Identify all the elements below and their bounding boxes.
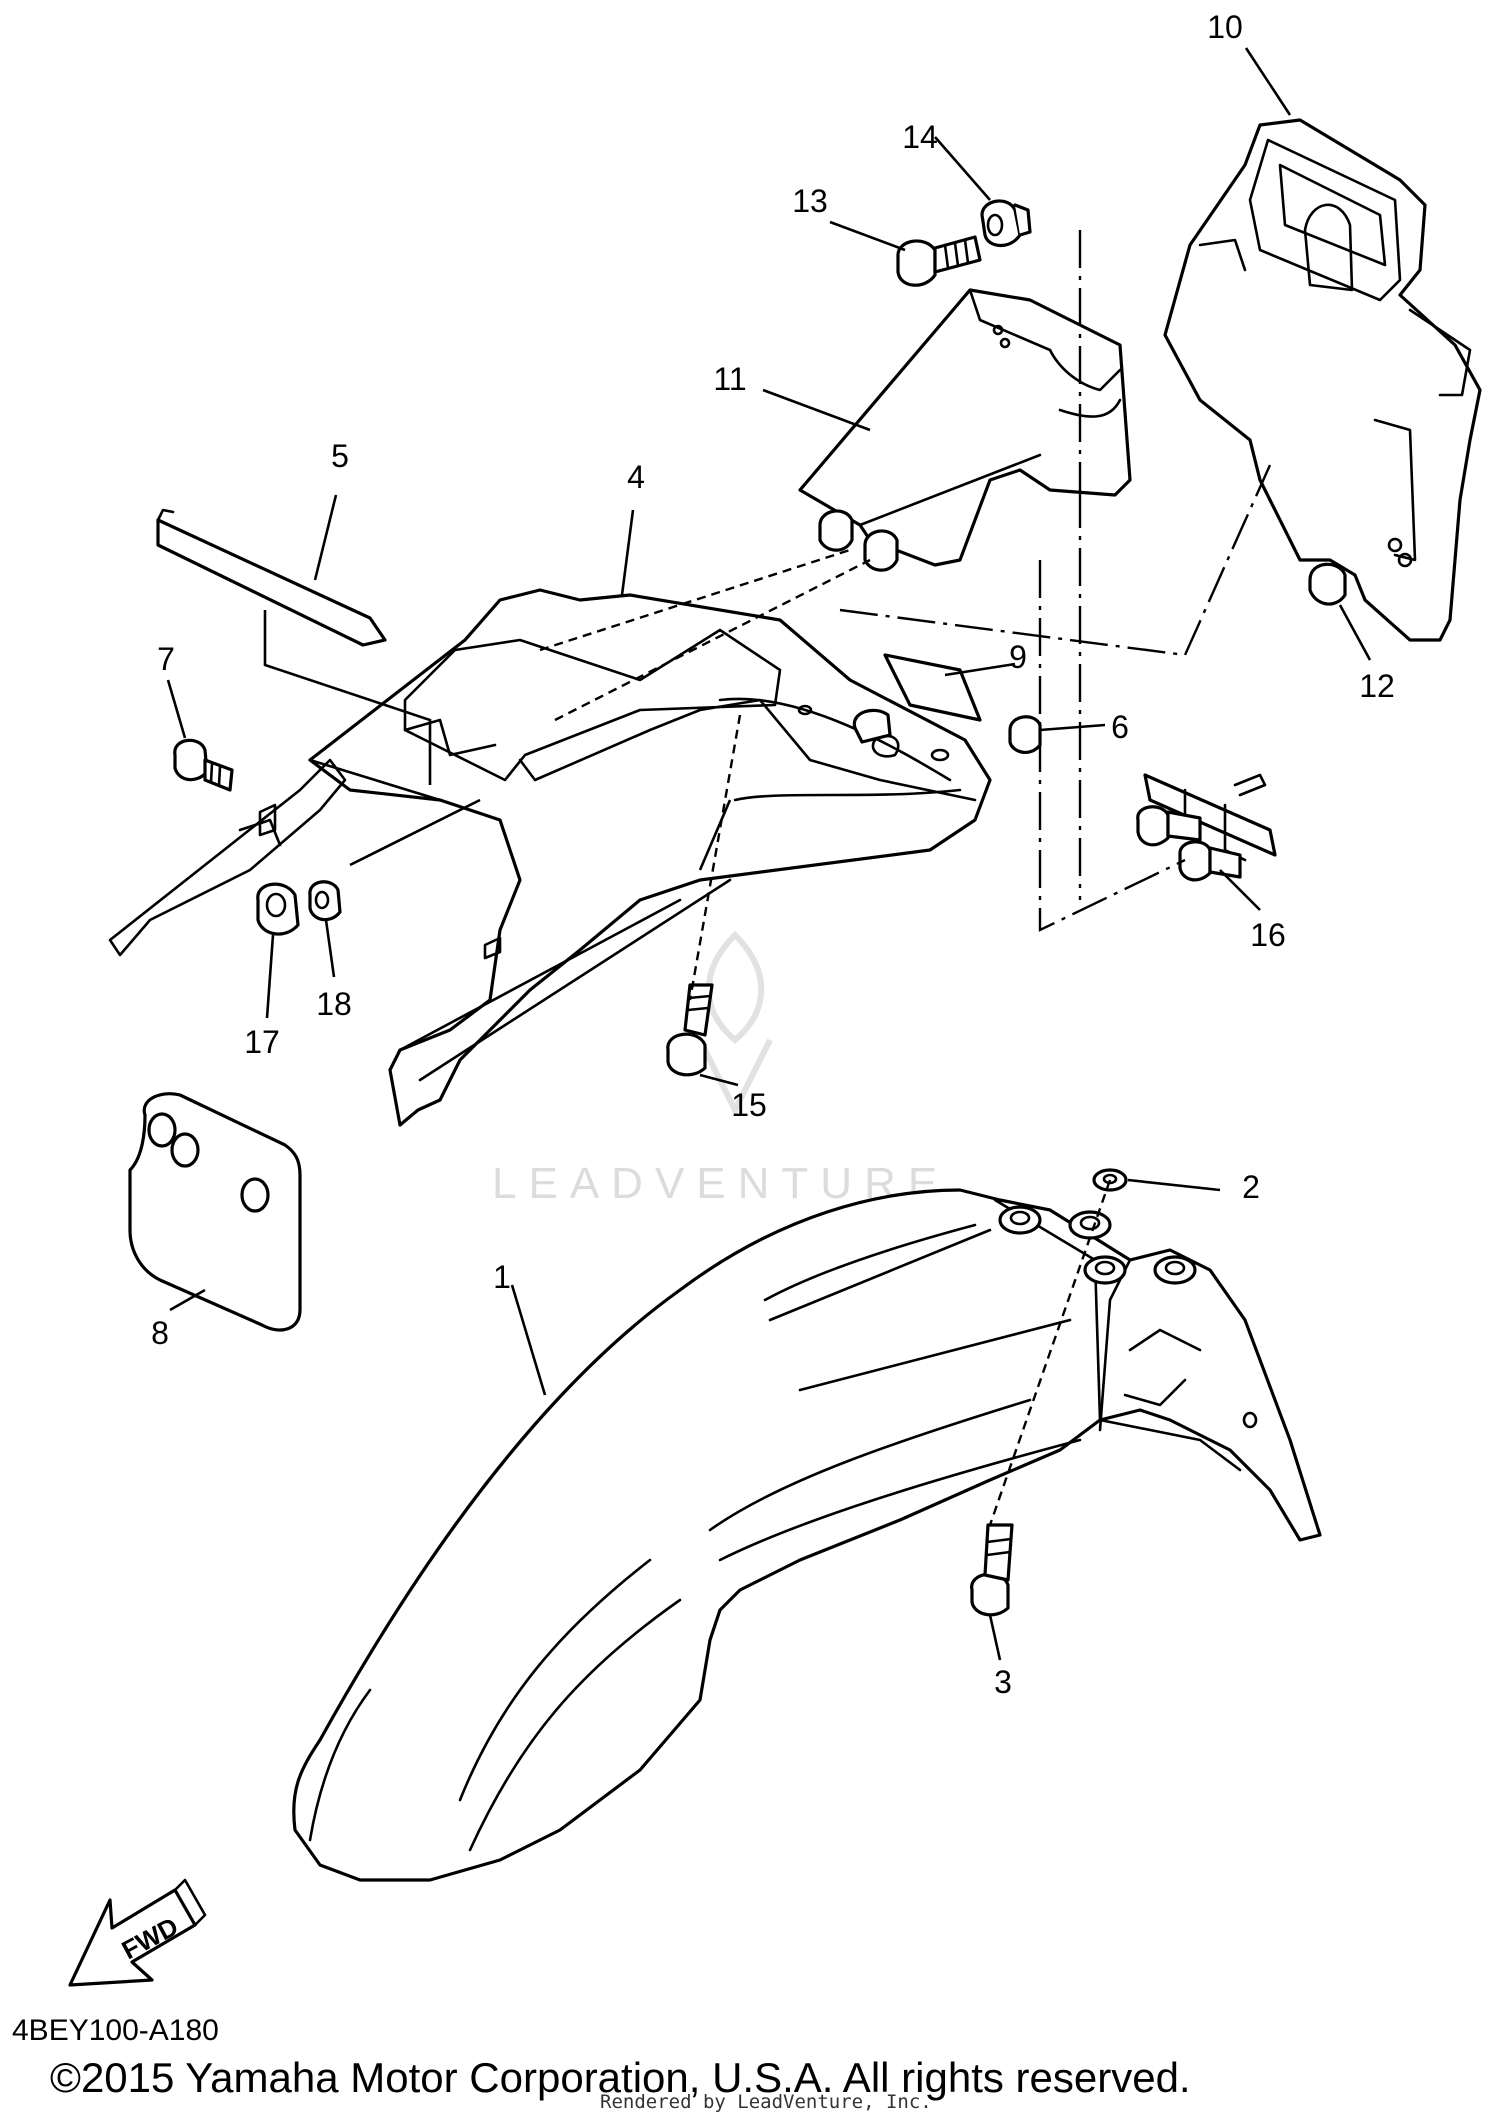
part-8-plate-pad[interactable] [128,1092,302,1332]
part-10-rear-bracket[interactable] [1163,118,1482,642]
copyright-text: ©2015 Yamaha Motor Corporation, U.S.A. A… [50,2054,1191,2101]
callout-17: 17 [244,1024,280,1060]
callout-15: 15 [731,1087,767,1123]
callout-8: 8 [151,1315,169,1351]
leader-lines [166,47,1372,1661]
rendered-by-text: Rendered by LeadVenture, Inc. [600,2091,932,2112]
part-16-bracket-bolts[interactable] [1136,773,1277,882]
part-17-nut[interactable] [256,882,300,936]
callout-7: 7 [157,641,175,677]
part-6-grommet[interactable] [1008,715,1042,754]
part-1-front-fender[interactable] [292,1188,1322,1882]
part-4-rear-fender[interactable] [108,588,992,1127]
callout-5: 5 [331,438,349,474]
callout-11: 11 [713,361,746,397]
part-13-bolt[interactable] [896,235,982,287]
part-14-collar[interactable] [980,199,1032,248]
callout-16: 16 [1250,917,1286,953]
callout-2: 2 [1242,1169,1260,1205]
part-5-seal-strip[interactable] [156,508,387,647]
callout-4: 4 [627,459,645,495]
part-11-side-cover[interactable] [798,288,1132,572]
callout-18: 18 [316,986,352,1022]
callout-13: 13 [792,183,828,219]
part-7-bolt[interactable] [173,738,234,792]
callout-12: 12 [1359,668,1395,704]
watermark: LEADVENTURE [492,930,949,1208]
callouts: 10 14 13 11 5 4 9 6 7 12 16 17 18 15 2 1… [151,9,1395,1700]
diagram-code: 4BEY100-A180 [12,2014,219,2047]
fwd-arrow: FWD [68,1878,207,1987]
callout-1: 1 [493,1259,511,1295]
assembly-lines [263,230,1272,1526]
part-9-decal[interactable] [883,653,982,722]
part-15-bolt[interactable] [666,983,714,1077]
callout-10: 10 [1207,9,1243,45]
callout-14: 14 [902,119,938,155]
part-18-washer[interactable] [308,880,342,922]
watermark-text: LEADVENTURE [492,1159,949,1208]
part-12-grommet[interactable] [1308,562,1347,606]
callout-6: 6 [1111,709,1129,745]
part-3-bolt[interactable] [970,1523,1014,1617]
callout-3: 3 [994,1664,1012,1700]
front-fender-bosses [998,1205,1197,1285]
callout-9: 9 [1009,639,1027,675]
